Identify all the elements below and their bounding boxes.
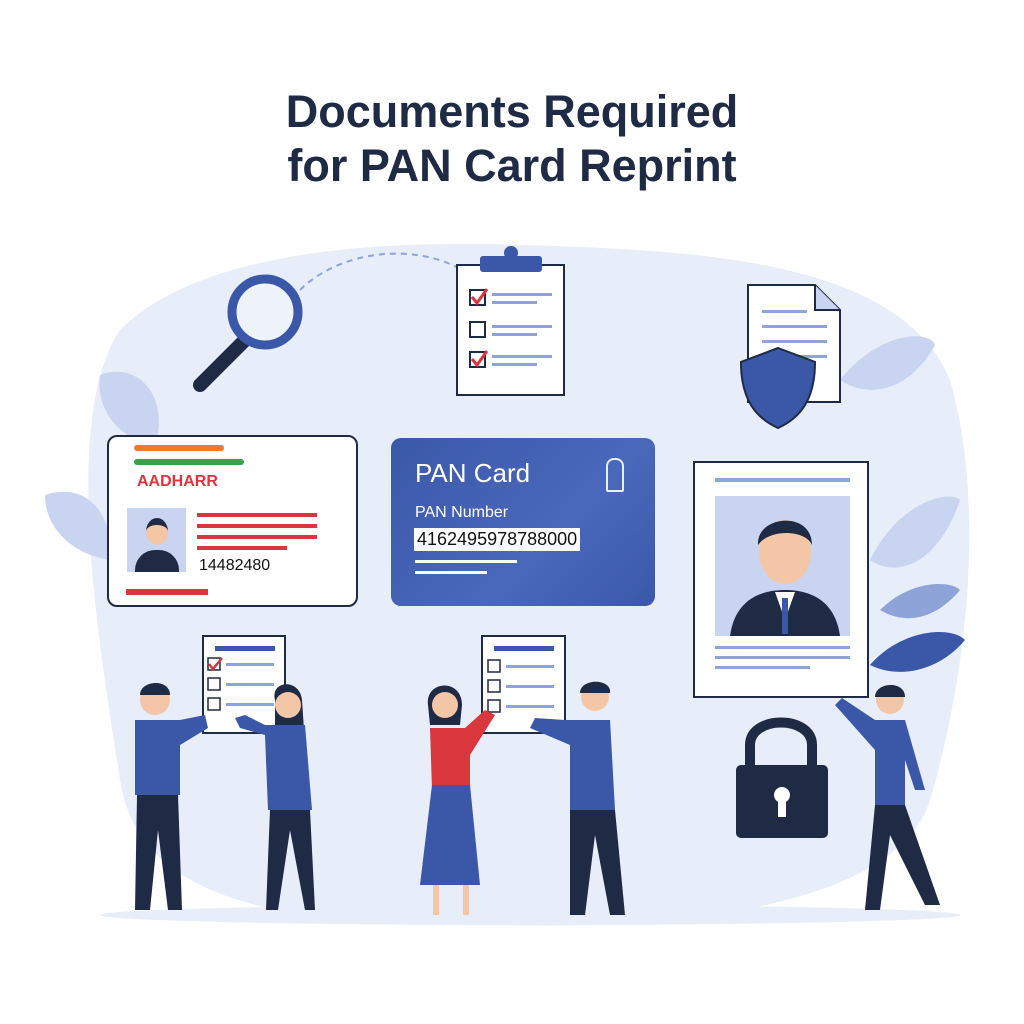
shield-icon (739, 346, 817, 430)
leaf-icon (840, 336, 935, 390)
leaf-icon (45, 491, 111, 560)
aadhaar-card: AADHARR 14482480 (107, 435, 358, 607)
page-title-line-1: Documents Required (285, 86, 739, 137)
secure-document-icon (739, 284, 841, 430)
emblem-icon (606, 458, 624, 492)
person-woman-2 (420, 685, 495, 915)
pan-card: PAN Card PAN Number 4162495978788000 (391, 438, 655, 606)
pan-card-title: PAN Card (415, 458, 531, 488)
person-woman-1 (235, 684, 315, 910)
pan-number-label: PAN Number (415, 504, 509, 521)
leaf-icon (870, 496, 960, 568)
person-man-1 (135, 682, 208, 910)
leaf-icon (870, 632, 965, 672)
aadhaar-label: AADHARR (137, 473, 218, 490)
leaf-icon (880, 584, 960, 619)
aadhaar-photo (127, 508, 186, 572)
page-title-line-2: for PAN Card Reprint (287, 140, 737, 191)
padlock-icon (736, 717, 828, 838)
magnifier-icon (193, 274, 303, 392)
pan-number: 4162495978788000 (414, 528, 581, 551)
person-man-3 (835, 684, 940, 910)
person-man-2 (530, 681, 625, 915)
photo-id-document (693, 461, 869, 698)
leaf-icon (99, 371, 159, 445)
clipboard-checklist-icon (456, 246, 565, 396)
checklist-sheet (481, 635, 566, 734)
aadhaar-number: 14482480 (199, 557, 271, 574)
